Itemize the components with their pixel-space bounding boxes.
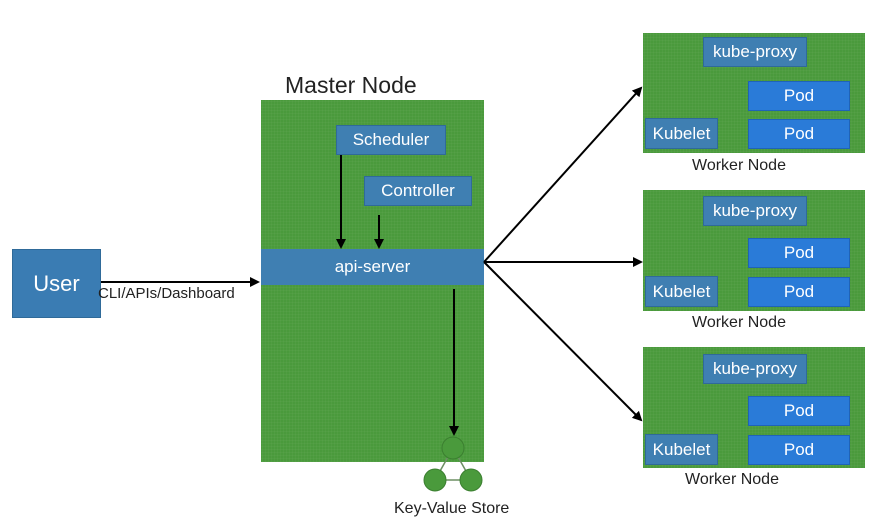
key-value-store-label: Key-Value Store <box>394 500 510 517</box>
scheduler-label: Scheduler <box>352 130 430 149</box>
worker-3-pod-2-label: Pod <box>783 440 815 459</box>
worker-2-pod-2-label: Pod <box>783 282 815 301</box>
worker-3-label: Worker Node <box>685 471 779 488</box>
api-server-box: api-server <box>261 249 484 285</box>
worker-2-pod-1: Pod <box>748 238 850 268</box>
worker-1-pod-2: Pod <box>748 119 850 149</box>
worker-2-label: Worker Node <box>692 314 786 331</box>
controller-box: Controller <box>364 176 472 206</box>
worker-3-pod-2: Pod <box>748 435 850 465</box>
worker-3-kube-proxy-label: kube-proxy <box>712 359 798 378</box>
worker-1-kube-proxy-label: kube-proxy <box>712 42 798 61</box>
worker-1-kubelet-box: Kubelet <box>645 118 718 149</box>
controller-label: Controller <box>381 181 455 200</box>
worker-3-pod-1: Pod <box>748 396 850 426</box>
user-label: User <box>33 270 80 296</box>
worker-2-pod-1-label: Pod <box>783 243 815 262</box>
scheduler-box: Scheduler <box>336 125 446 155</box>
worker-2-kube-proxy-box: kube-proxy <box>703 196 807 226</box>
api-to-worker-1-arrow <box>483 86 643 263</box>
worker-3-kube-proxy-box: kube-proxy <box>703 354 807 384</box>
worker-1-pod-2-label: Pod <box>783 124 815 143</box>
worker-3-kubelet-label: Kubelet <box>652 439 711 459</box>
cli-apis-dashboard-label: CLI/APIs/Dashboard <box>98 285 235 302</box>
worker-1-pod-1-label: Pod <box>783 86 815 105</box>
worker-3-pod-1-label: Pod <box>783 401 815 420</box>
worker-2-kubelet-label: Kubelet <box>652 281 711 301</box>
worker-1-pod-1: Pod <box>748 81 850 111</box>
worker-2-kubelet-box: Kubelet <box>645 276 718 307</box>
worker-1-kubelet-label: Kubelet <box>652 123 711 143</box>
worker-2-pod-2: Pod <box>748 277 850 307</box>
api-to-worker-3-arrow <box>483 261 643 422</box>
worker-2-kube-proxy-label: kube-proxy <box>712 201 798 220</box>
worker-1-kube-proxy-box: kube-proxy <box>703 37 807 67</box>
key-value-store-icon <box>423 436 483 492</box>
master-node-title: Master Node <box>285 72 417 98</box>
user-box: User <box>12 249 101 318</box>
worker-3-kubelet-box: Kubelet <box>645 434 718 465</box>
api-server-label: api-server <box>334 257 411 276</box>
worker-1-label: Worker Node <box>692 157 786 174</box>
